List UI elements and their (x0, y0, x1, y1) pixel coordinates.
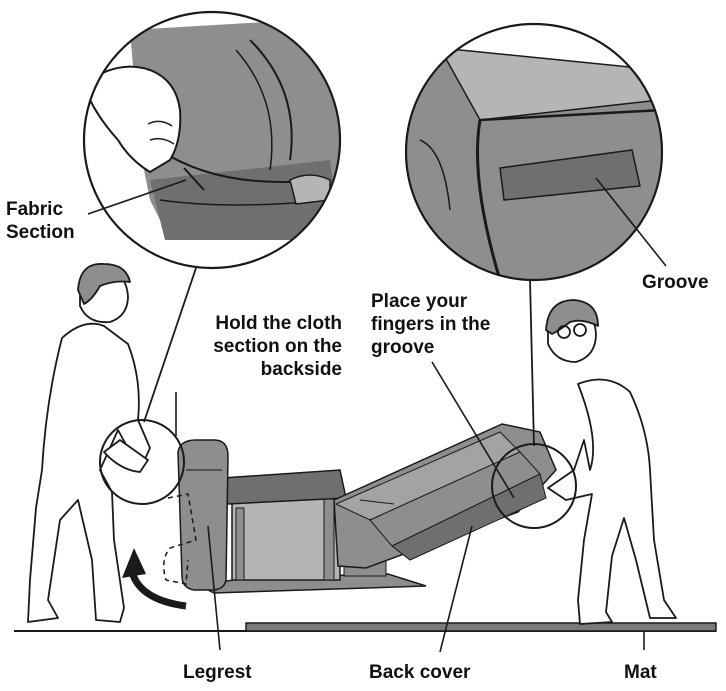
label-fabric-section-line1: Fabric (6, 198, 75, 221)
mat (246, 623, 716, 631)
label-place-fingers-line2: fingers in the (371, 313, 490, 336)
label-hold-cloth-line1: Hold the cloth (172, 312, 342, 335)
right-connector (530, 280, 534, 446)
label-groove: Groove (642, 271, 709, 294)
rotation-arrow-icon (122, 548, 186, 606)
label-hold-cloth-line2: section on the (172, 335, 342, 358)
right-magnified-callout (400, 20, 680, 290)
right-person (546, 300, 676, 624)
label-legrest: Legrest (183, 661, 252, 684)
left-magnified-callout (80, 10, 350, 280)
label-hold-cloth: Hold the cloth section on the backside (172, 312, 342, 381)
label-mat: Mat (624, 661, 657, 684)
label-place-fingers: Place your fingers in the groove (371, 290, 490, 359)
label-place-fingers-line1: Place your (371, 290, 490, 313)
label-fabric-section: Fabric Section (6, 198, 75, 244)
legrest (164, 440, 228, 590)
label-back-cover: Back cover (369, 661, 470, 684)
label-hold-cloth-line3: backside (172, 358, 342, 381)
label-place-fingers-line3: groove (371, 336, 490, 359)
label-fabric-section-line2: Section (6, 221, 75, 244)
